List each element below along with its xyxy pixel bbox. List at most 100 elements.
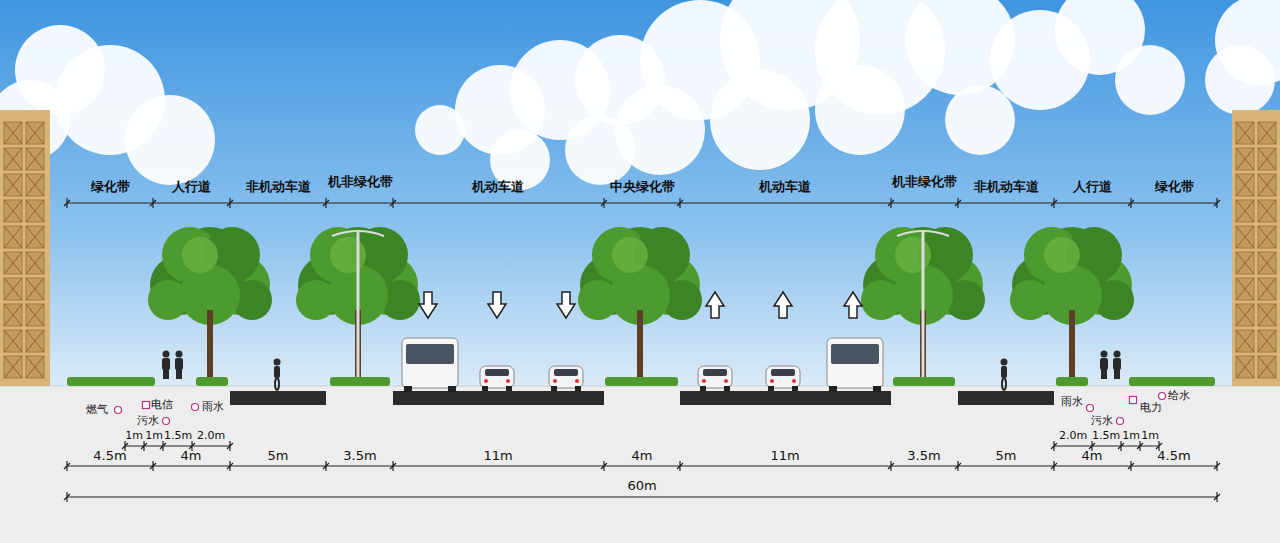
building-lattice: [1258, 148, 1276, 170]
bus-wheel: [448, 386, 456, 392]
dimension-label: 4m: [1082, 449, 1103, 463]
building-lattice: [4, 200, 22, 222]
building: [0, 110, 50, 386]
building-lattice: [1236, 304, 1254, 326]
building-lattice: [1236, 330, 1254, 352]
building-lattice: [1236, 148, 1254, 170]
building-lattice: [4, 174, 22, 196]
dimension-label: 4m: [181, 449, 202, 463]
pipe-note: 电信: [151, 399, 173, 411]
building-lattice: [1236, 278, 1254, 300]
dimension-tick: [888, 461, 894, 471]
car-window: [771, 369, 795, 376]
building: [1232, 110, 1280, 386]
bicycle: [1002, 378, 1006, 390]
cloud: [1115, 45, 1185, 115]
dimension-label: 4m: [632, 449, 653, 463]
car-wheel: [792, 386, 798, 391]
building-lattice: [4, 252, 22, 274]
building-lattice: [1236, 148, 1254, 170]
building-lattice: [26, 252, 44, 274]
pipe-note: 1.5m: [1092, 430, 1120, 442]
dimension-line: [1054, 446, 1159, 447]
road-surface: [680, 391, 891, 405]
car-window: [703, 369, 727, 376]
hedge: [196, 377, 228, 386]
pipe-symbol: [1117, 418, 1124, 425]
dimension-label: 11m: [770, 449, 799, 463]
building-lattice: [1258, 330, 1276, 352]
section-name: 非机动车道: [246, 180, 311, 194]
pipe-note: 燃气: [86, 404, 108, 416]
direction-arrow: [557, 292, 575, 318]
pipe-note: 1m: [1141, 430, 1159, 442]
section-name: 非机动车道: [974, 180, 1039, 194]
pipe-note: 污水: [1091, 415, 1113, 427]
dimension-label: 3.5m: [343, 449, 376, 463]
pipe-note: 给水: [1168, 390, 1190, 402]
dimension-tick: [160, 441, 166, 451]
bus-window: [831, 344, 879, 364]
tree-trunk: [1069, 310, 1075, 380]
building-lattice: [1236, 174, 1254, 196]
tree-crown: [895, 237, 931, 273]
building-lattice: [1236, 356, 1254, 378]
building-lattice: [26, 330, 44, 352]
building-lattice: [1258, 304, 1276, 326]
dimension-tick: [64, 198, 70, 208]
dimension-line: [67, 497, 1217, 498]
building-lattice: [26, 356, 44, 378]
dimension-tick: [601, 461, 607, 471]
hedge: [67, 377, 155, 386]
dimension-tick: [390, 198, 396, 208]
building-lattice: [4, 330, 22, 352]
dimension-tick: [601, 198, 607, 208]
car-wheel: [768, 386, 774, 391]
car: [766, 366, 800, 388]
building-lattice: [1258, 122, 1276, 144]
dimension-label: 3.5m: [907, 449, 940, 463]
building-lattice: [1236, 200, 1254, 222]
pedestrian: [176, 351, 183, 358]
car-light: [792, 379, 796, 383]
section-name: 人行道: [172, 180, 211, 194]
car-light: [702, 379, 706, 383]
car-wheel: [724, 386, 730, 391]
cyclist: [1001, 359, 1008, 366]
pedestrian: [162, 358, 170, 370]
dimension-line: [125, 446, 230, 447]
building-lattice: [1258, 356, 1276, 378]
dimension-tick: [1128, 198, 1134, 208]
building-lattice: [4, 330, 22, 352]
direction-arrow: [844, 292, 862, 318]
dimension-label: 11m: [483, 449, 512, 463]
lamp-arm: [897, 231, 949, 236]
building-lattice: [4, 226, 22, 248]
road-surface: [958, 391, 1054, 405]
car-wheel: [575, 386, 581, 391]
building-lattice: [1236, 330, 1254, 352]
building-lattice: [26, 174, 44, 196]
dimension-tick: [150, 198, 156, 208]
building-lattice: [4, 200, 22, 222]
dimension-tick: [64, 461, 70, 471]
dimension-tick: [1137, 441, 1143, 451]
building-lattice: [1258, 278, 1276, 300]
car-wheel: [700, 386, 706, 391]
building-lattice: [26, 252, 44, 274]
building-lattice: [1258, 226, 1276, 248]
building-lattice: [4, 148, 22, 170]
pedestrian: [1100, 358, 1108, 370]
building-lattice: [1236, 226, 1254, 248]
dimension-label: 5m: [996, 449, 1017, 463]
building-lattice: [4, 226, 22, 248]
building-lattice: [26, 122, 44, 144]
car-light: [575, 379, 579, 383]
dimension-tick: [1128, 461, 1134, 471]
car: [698, 366, 732, 388]
lamp-post: [357, 230, 360, 380]
section-name: 机动车道: [759, 180, 811, 194]
building-lattice: [1236, 356, 1254, 378]
dimension-tick: [150, 461, 156, 471]
